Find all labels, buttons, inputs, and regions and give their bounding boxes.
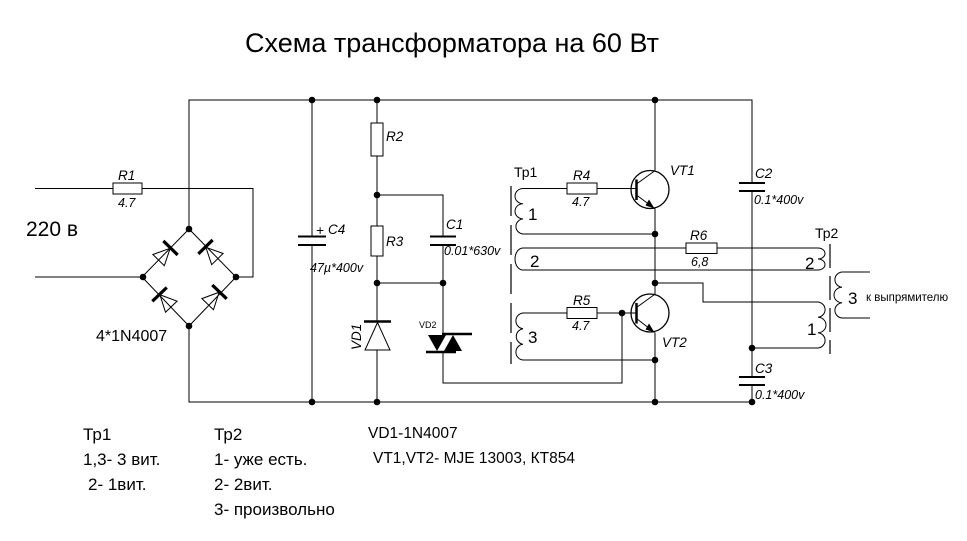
- resistor-r1: R1 4.7: [112, 168, 143, 210]
- c4-value: 47µ*400v: [310, 261, 364, 275]
- vd1-label: VD1: [349, 324, 364, 350]
- tr2-winding2-coil: [817, 247, 826, 271]
- r4-label: R4: [573, 168, 590, 183]
- bridge-rectifier: 4*1N4007: [96, 228, 237, 345]
- r5-label: R5: [573, 293, 591, 308]
- c1-label: C1: [446, 217, 463, 232]
- capacitor-c1: C1 0.01*630v: [430, 217, 501, 258]
- tr1-winding1-number: 1: [528, 205, 537, 224]
- r6-label: R6: [690, 228, 708, 243]
- capacitor-c4: + C4 47µ*400v: [298, 222, 364, 275]
- note-tr1-line1: 1,3- 3 вит.: [83, 450, 160, 469]
- resistor-r5: R5 4.7: [566, 293, 598, 333]
- notes: Тр1 1,3- 3 вит. 2- 1вит. Тр2 1- уже есть…: [83, 425, 575, 519]
- page-title: Схема трансформатора на 60 Вт: [245, 28, 659, 58]
- note-diodes: VD1-1N4007: [368, 425, 458, 442]
- note-tr2-title: Тр2: [214, 425, 242, 444]
- input-voltage-label: 220 в: [26, 218, 78, 241]
- output-label: к выпрямителю: [866, 292, 949, 304]
- c3-label: C3: [755, 361, 773, 376]
- r4-value: 4.7: [572, 195, 590, 209]
- transformer-tr1: Тр1 1 2 3: [510, 164, 539, 364]
- tr1-winding3-number: 3: [528, 328, 537, 347]
- r2-label: R2: [386, 129, 404, 144]
- r3-label: R3: [386, 234, 404, 249]
- note-tr1-title: Тр1: [83, 425, 111, 444]
- note-tr2-line1: 1- уже есть.: [214, 450, 307, 469]
- c2-label: C2: [755, 166, 773, 181]
- diode-vd2: VD2: [419, 320, 472, 354]
- note-transistors: VT1,VT2- MJE 13003, КТ854: [373, 450, 575, 467]
- tr2-winding2-number: 2: [805, 254, 814, 273]
- c1-value: 0.01*630v: [444, 244, 501, 258]
- capacitor-c2: C2 0.1*400v: [739, 166, 804, 207]
- wires: [35, 99, 870, 403]
- bridge-label: 4*1N4007: [96, 328, 167, 345]
- note-tr2-line2: 2- 2вит.: [214, 475, 272, 494]
- tr2-winding1-number: 1: [807, 320, 816, 339]
- c2-value: 0.1*400v: [754, 193, 804, 207]
- tr1-winding2-number: 2: [530, 252, 539, 271]
- transformer-tr2: Тр2 2 1 3: [805, 225, 857, 354]
- tr2-winding3-number: 3: [848, 289, 857, 308]
- diode-vd1: VD1: [349, 320, 391, 351]
- tr1-label: Тр1: [514, 164, 538, 180]
- bridge-diode-top-right: [196, 238, 227, 268]
- vt1-label: VT1: [670, 163, 695, 178]
- tr2-winding3-coil: [833, 271, 843, 319]
- bridge-diode-bottom-right: [198, 283, 229, 313]
- transistor-vt2: VT2: [630, 293, 687, 350]
- resistor-r3: R3: [370, 225, 404, 257]
- tr1-winding2-coil: [514, 247, 524, 271]
- r1-label: R1: [118, 168, 135, 183]
- c4-polarity-mark: +: [316, 223, 324, 238]
- vd2-label: VD2: [419, 320, 437, 330]
- tr1-winding1-coil: [514, 188, 524, 235]
- c4-label: C4: [328, 222, 345, 237]
- r1-value: 4.7: [118, 196, 136, 210]
- note-tr2-line3: 3- произвольно: [214, 500, 335, 519]
- c3-value: 0.1*400v: [755, 388, 805, 402]
- resistor-r2: R2: [370, 122, 404, 157]
- r6-value: 6,8: [691, 255, 708, 269]
- resistor-r6: R6 6,8: [685, 228, 718, 269]
- tr2-label: Тр2: [815, 225, 839, 241]
- resistor-r4: R4 4.7: [566, 168, 598, 209]
- capacitor-c3: C3 0.1*400v: [739, 361, 805, 402]
- junction-dots: [139, 96, 756, 406]
- transistor-vt1: VT1: [630, 163, 695, 210]
- r5-value: 4.7: [572, 319, 590, 333]
- vt2-label: VT2: [662, 335, 687, 350]
- tr2-winding1-coil: [817, 301, 827, 349]
- tr1-winding3-coil: [515, 312, 524, 361]
- note-tr1-line2: 2- 1вит.: [88, 475, 146, 494]
